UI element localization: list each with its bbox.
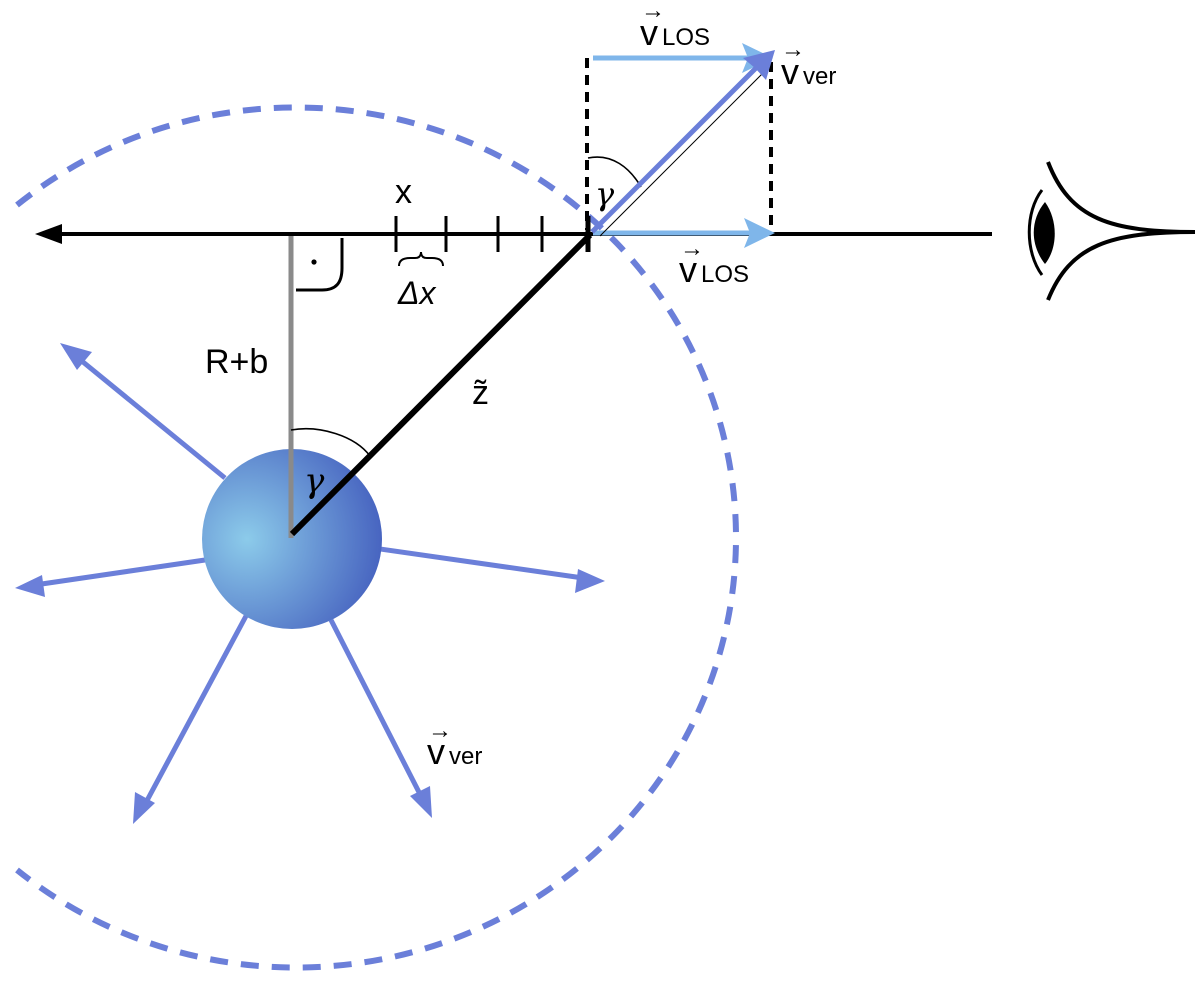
z-tilde-line — [289, 232, 593, 537]
label-z-tilde: z̃ — [472, 374, 489, 412]
v-ver-diagonal-arrow — [590, 50, 775, 237]
axis-ticks — [394, 216, 591, 252]
label-delta-x: Δx — [397, 275, 436, 311]
wind-arrow-lower-right — [328, 618, 432, 818]
wind-arrows — [15, 343, 605, 824]
decomposition-dashed-lines — [585, 58, 773, 230]
delta-x-brace — [398, 251, 444, 267]
vector-arrow-glyph: → — [641, 0, 665, 24]
v-symbol: v — [781, 51, 799, 92]
vector-arrow-glyph: → — [781, 36, 805, 63]
gamma-angle-arc-center — [290, 428, 371, 457]
label-gamma-center: γ — [304, 461, 325, 501]
wind-arrow-right — [379, 546, 605, 593]
wind-arrow-lower-left — [133, 614, 249, 824]
v-subscript: LOS — [662, 24, 710, 51]
right-angle-marker — [296, 238, 344, 292]
vector-arrow-glyph: → — [680, 235, 704, 262]
v-symbol: v — [640, 12, 658, 53]
label-v-los-top: → v LOS — [640, 0, 710, 53]
v-subscript: ver — [449, 743, 482, 770]
wind-arrow-left — [15, 557, 206, 597]
label-gamma-top: γ — [595, 175, 615, 213]
star-sphere — [202, 449, 382, 629]
label-v-ver-top: → v ver — [781, 36, 836, 92]
v-los-bottom-arrow — [593, 218, 775, 248]
v-symbol: v — [679, 249, 697, 290]
eye-icon — [1027, 161, 1196, 301]
v-subscript: LOS — [701, 261, 749, 288]
v-symbol: v — [427, 731, 445, 772]
label-x: x — [395, 173, 412, 211]
gamma-angle-arc-top — [587, 156, 642, 188]
vector-arrow-glyph: → — [428, 717, 452, 744]
outer-shell-arc — [15, 104, 740, 971]
v-subscript: ver — [803, 63, 836, 90]
line-of-sight-axis — [35, 224, 992, 244]
wind-arrow-upper-left — [60, 343, 227, 480]
label-v-ver-wind: → v ver — [427, 717, 482, 772]
label-v-los-bottom: → v LOS — [679, 235, 749, 290]
label-radius-plus-b: R+b — [205, 343, 268, 381]
